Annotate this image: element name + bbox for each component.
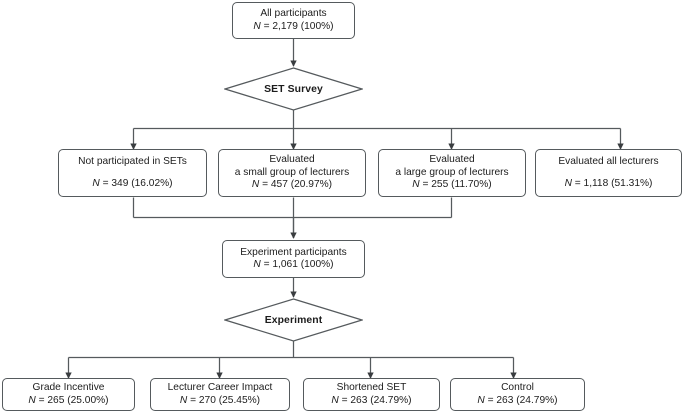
node-all-participants-label: All participants	[260, 8, 327, 20]
n-value: = 1,061 (100%)	[260, 259, 334, 270]
n-symbol: N	[28, 394, 36, 406]
node-all-participants-n: N = 2,179 (100%)	[253, 21, 333, 33]
node-control: Control N = 263 (24.79%)	[450, 378, 585, 411]
node-control-label: Control	[501, 382, 534, 394]
diamond-shape-experiment	[224, 298, 363, 342]
node-control-n: N = 263 (24.79%)	[477, 395, 557, 407]
node-small-group-line2: a small group of lecturers	[234, 166, 350, 178]
n-value: = 2,179 (100%)	[260, 20, 334, 32]
n-symbol: N	[179, 394, 188, 406]
node-experiment-participants-label: Experiment participants	[240, 246, 347, 258]
node-experiment-participants-n: N = 1,061 (100%)	[253, 259, 333, 271]
n-symbol: N	[92, 177, 100, 189]
decision-set-survey: SET Survey	[224, 67, 363, 111]
n-value: = 1,118 (51.31%)	[571, 177, 653, 189]
node-lecturer-career-impact-n: N = 270 (25.45%)	[180, 395, 260, 407]
n-symbol: N	[564, 177, 572, 189]
n-value: = 265 (25.00%)	[35, 394, 109, 406]
node-grade-incentive: Grade Incentive N = 265 (25.00%)	[2, 378, 135, 411]
node-grade-incentive-n: N = 265 (25.00%)	[28, 395, 108, 407]
n-value: = 263 (24.79%)	[338, 394, 412, 406]
node-large-group-n: N = 255 (11.70%)	[412, 179, 491, 191]
node-small-group-line1: Evaluated	[269, 154, 315, 166]
n-value: = 263 (24.79%)	[484, 394, 558, 406]
decision-experiment-label: Experiment	[264, 314, 323, 326]
n-value: = 270 (25.45%)	[187, 394, 261, 406]
n-value: = 457 (20.97%)	[259, 179, 333, 191]
node-small-group: Evaluated a small group of lecturers N =…	[218, 149, 366, 197]
node-shortened-set: Shortened SET N = 263 (24.79%)	[303, 378, 440, 411]
n-symbol: N	[412, 179, 420, 191]
n-symbol: N	[253, 259, 261, 270]
node-not-participated: Not participated in SETs N = 349 (16.02%…	[58, 149, 207, 197]
node-experiment-participants: Experiment participants N = 1,061 (100%)	[222, 240, 365, 278]
n-symbol: N	[253, 20, 261, 32]
decision-set-survey-label: SET Survey	[264, 83, 323, 95]
node-all-participants: All participants N = 2,179 (100%)	[232, 2, 355, 39]
node-large-group-line1: Evaluated	[429, 154, 475, 166]
node-all-lecturers-n: N = 1,118 (51.31%)	[565, 178, 653, 190]
node-all-lecturers: Evaluated all lecturers N = 1,118 (51.31…	[535, 149, 682, 197]
node-not-participated-n: N = 349 (16.02%)	[92, 178, 172, 190]
node-small-group-n: N = 457 (20.97%)	[252, 179, 332, 191]
node-all-lecturers-line1: Evaluated all lecturers	[558, 156, 659, 168]
node-large-group: Evaluated a large group of lecturers N =…	[378, 149, 526, 197]
node-shortened-set-label: Shortened SET	[336, 382, 407, 394]
n-symbol: N	[251, 179, 260, 191]
node-lecturer-career-impact-label: Lecturer Career Impact	[167, 382, 273, 394]
n-value: = 255 (11.70%)	[419, 179, 492, 191]
node-large-group-line2: a large group of lecturers	[395, 166, 509, 178]
diamond-shape-set-survey	[224, 67, 363, 111]
n-symbol: N	[477, 394, 485, 406]
n-value: = 349 (16.02%)	[99, 177, 173, 189]
node-lecturer-career-impact: Lecturer Career Impact N = 270 (25.45%)	[150, 378, 290, 411]
decision-experiment: Experiment	[224, 298, 363, 342]
node-grade-incentive-label: Grade Incentive	[32, 382, 105, 394]
node-shortened-set-n: N = 263 (24.79%)	[331, 395, 411, 407]
n-symbol: N	[331, 394, 339, 406]
node-not-participated-line1: Not participated in SETs	[78, 156, 187, 168]
